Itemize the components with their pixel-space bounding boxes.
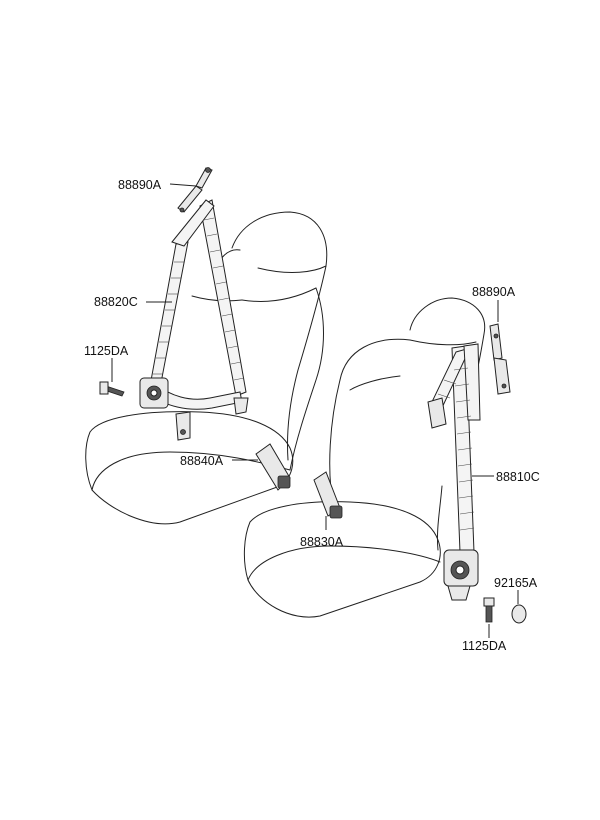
left-seat (85, 211, 328, 525)
right-anchor-part (489, 323, 511, 395)
right-buckle-part (313, 471, 343, 519)
label-left-bolt: 1125DA (84, 344, 129, 358)
cap-part (511, 604, 527, 624)
right-seat (243, 297, 486, 618)
label-left-upper-anchor: 88890A (118, 178, 162, 192)
part-labels: 88890A 88820C 1125DA 88840A 88890A 88810… (84, 178, 540, 653)
label-right-anchor: 88890A (472, 285, 516, 299)
right-bolt-part (483, 597, 495, 623)
label-left-belt: 88820C (94, 295, 138, 309)
left-seat-belt-assembly (99, 167, 291, 491)
right-seat-belt-assembly (313, 323, 527, 624)
label-right-belt: 88810C (496, 470, 540, 484)
label-left-buckle: 88840A (180, 454, 224, 468)
left-retractor (139, 377, 169, 409)
right-retractor (443, 549, 479, 601)
leader-lines (111, 183, 519, 638)
left-buckle-part (255, 443, 291, 491)
left-upper-anchor-part (177, 167, 213, 213)
label-cap: 92165A (494, 576, 538, 590)
label-right-buckle: 88830A (300, 535, 344, 549)
left-bolt-part (99, 381, 125, 397)
label-right-bolt: 1125DA (462, 639, 507, 653)
